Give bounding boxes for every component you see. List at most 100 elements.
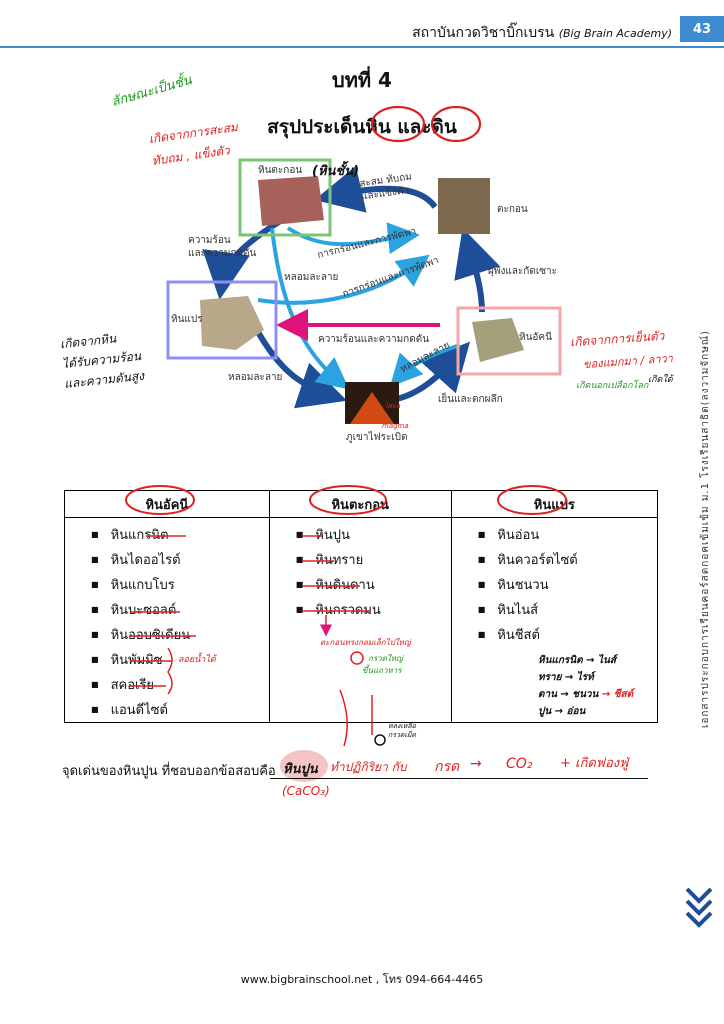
brace-pumice-scoria xyxy=(167,647,173,695)
metamorphic-frame xyxy=(166,280,278,360)
gravel-circle-large xyxy=(350,651,364,665)
header-title-th: สถาบันกวดวิชาบิ๊กเบรน xyxy=(412,25,555,41)
table-header-sedimentary: หินตะกอน xyxy=(268,490,452,518)
hw-formula: (CaCO₃) xyxy=(282,784,330,798)
hw-co2: CO₂ xyxy=(506,756,533,772)
circle-header-sedimentary xyxy=(309,485,387,515)
map-row-2: ทราย → ไรท์ xyxy=(538,672,594,683)
header-title: สถาบันกวดวิชาบิ๊กเบรน (Big Brain Academy… xyxy=(412,22,672,44)
limestone-answer-line xyxy=(270,778,648,779)
list-item: หินชีสต์ xyxy=(478,622,657,647)
label-cool: เย็นและตกผลึก xyxy=(438,394,503,405)
table-header-metamorphic: หินแปร xyxy=(450,490,659,518)
hw-inside-crust: เกิดใต้ xyxy=(648,375,673,385)
footer-contact: www.bigbrainschool.net , โทร 094-664-446… xyxy=(240,973,484,986)
rock-types-table: หินอัคนี หินตะกอน หินแปร หินแกรนิต หินได… xyxy=(64,490,659,723)
chapter-title: บทที่ 4 xyxy=(332,68,392,92)
hw-limestone-note: ทำปฏิกิริยา กับ xyxy=(330,760,407,774)
sedimentary-frame xyxy=(238,158,332,237)
map-row-4: ปูน → อ่อน xyxy=(538,706,586,717)
hw-arrow: → xyxy=(470,756,482,772)
igneous-rock-image xyxy=(472,318,524,362)
map-to-extra: ชีสต์ xyxy=(613,689,634,700)
label-melt-1: หลอมละลาย xyxy=(284,272,339,283)
arrow-erosion-2 xyxy=(257,254,430,305)
hw-scoria-note: ลอยน้ำได้ xyxy=(178,655,216,665)
list-item: หินไนส์ xyxy=(478,597,657,622)
map-to: อ่อน xyxy=(566,706,586,717)
circle-header-metamorphic xyxy=(497,485,567,515)
map-from: ดาน xyxy=(538,689,557,700)
hw-limestone-circle: หินปูน xyxy=(283,762,318,777)
hw-outside-crust: เกิดนอกเปลือกโลก xyxy=(576,381,649,391)
hw-sed-rock-tag: (หินชั้น) xyxy=(312,164,360,179)
label-weathering: ผุพังและกัดเซาะ xyxy=(488,266,558,277)
map-row-1: หินแกรนิต → ไนส์ xyxy=(538,655,616,666)
rock-cycle-diagram xyxy=(166,158,562,424)
page-number: 43 xyxy=(680,16,724,42)
map-to: ไนส์ xyxy=(597,655,616,666)
hw-bubbles: + เกิดฟองฟู่ xyxy=(560,756,629,771)
highlight-limestone xyxy=(280,750,328,782)
label-heat-pressure-mid: ความร้อนและความกดดัน xyxy=(318,334,430,345)
map-from: ปูน xyxy=(538,706,552,717)
circle-rock-mark xyxy=(370,105,426,143)
arrow-volcano-to-igneous xyxy=(391,341,471,403)
sedimentary-column: หินปูน หินทราย หินดินดาน หินกรวดมน xyxy=(268,517,452,723)
label-igneous-rock: หินอัคนี xyxy=(519,332,552,343)
arrow-sediment-to-sedrock xyxy=(314,165,438,213)
hw-bottom-small: หลงเหลือ กรวดเม็ด xyxy=(388,722,417,739)
header-title-en: (Big Brain Academy) xyxy=(558,27,672,40)
gravel-circle-small xyxy=(374,734,386,746)
map-row-3: ดาน → ชนวน → ชีสต์ xyxy=(538,689,634,700)
igneous-frame xyxy=(456,306,562,376)
hw-gravel-big: กรวดใหญ่ xyxy=(368,654,403,663)
hw-gravel-small: ขึ้นแถวหาร xyxy=(362,666,402,675)
label-heat-pressure-left: ความร้อน และความกดดัน xyxy=(188,235,257,259)
arrow-igneous-to-sediment xyxy=(454,227,501,313)
label-volcano: ภูเขาไฟระเบิด xyxy=(346,432,408,443)
igneous-column: หินแกรนิต หินไดออไรต์ หินแกบโบร หินบะซอล… xyxy=(64,517,270,723)
list-item: หินแกรนิต xyxy=(91,522,269,547)
list-item: หินอ่อน xyxy=(478,522,657,547)
label-metamorphic-rock: หินแปร xyxy=(171,314,203,325)
list-item: หินบะซอลต์ xyxy=(91,597,269,622)
metamorphic-column: หินอ่อน หินควอร์ตไซต์ หินชนวน หินไนส์ หิ… xyxy=(450,517,659,723)
hw-lava-tag: lava xyxy=(386,402,401,410)
list-item: หินชนวน xyxy=(478,572,657,597)
label-sedimentary-rock: หินตะกอน xyxy=(258,165,303,176)
label-melt-3: หลอมละลาย xyxy=(228,372,283,383)
circle-soil-mark xyxy=(430,105,482,143)
down-chevrons-icon xyxy=(685,887,713,928)
arrow-meta-to-volcano xyxy=(255,330,348,409)
summary-title: สรุปประเด็นหิน และดิน xyxy=(267,116,457,138)
header-rule xyxy=(0,46,724,48)
list-item: หินทราย xyxy=(296,547,451,572)
volcano-eruption-shape xyxy=(350,392,394,424)
list-item: หินปูน xyxy=(296,522,451,547)
ink-stroke-1 xyxy=(339,689,348,747)
hw-conglomerate-note: ตะกอนทรงกลมเล็กไปใหญ่ xyxy=(320,638,411,647)
sedimentary-rock-image xyxy=(258,176,324,226)
map-from: หินแกรนิต xyxy=(538,655,583,666)
limestone-feature-label: จุดเด่นของหินปูน ที่ชอบออกข้อสอบคือ xyxy=(62,764,276,779)
sediment-image xyxy=(438,178,490,234)
list-item: หินแกบโบร xyxy=(91,572,269,597)
map-to: ชนวน xyxy=(572,689,599,700)
list-item: หินควอร์ตไซต์ xyxy=(478,547,657,572)
hw-acid: กรด xyxy=(434,759,460,775)
arrow-sedrock-to-meta xyxy=(202,217,284,300)
label-sediment: ตะกอน xyxy=(497,204,528,215)
list-item: แอนดีไซต์ xyxy=(91,697,269,722)
side-vertical-text: เอกสารประกอบการเรียนคอร์สตกอคเข้มเข้ม ม.… xyxy=(700,330,711,729)
metamorphic-rock-image xyxy=(200,296,264,350)
circle-header-igneous xyxy=(125,485,195,515)
map-to: ไรท์ xyxy=(576,672,594,683)
list-item: หินไดออไรต์ xyxy=(91,547,269,572)
map-from: ทราย xyxy=(538,672,562,683)
hw-magma-tag: magma xyxy=(382,422,409,430)
arrow-melt-2 xyxy=(389,343,461,387)
